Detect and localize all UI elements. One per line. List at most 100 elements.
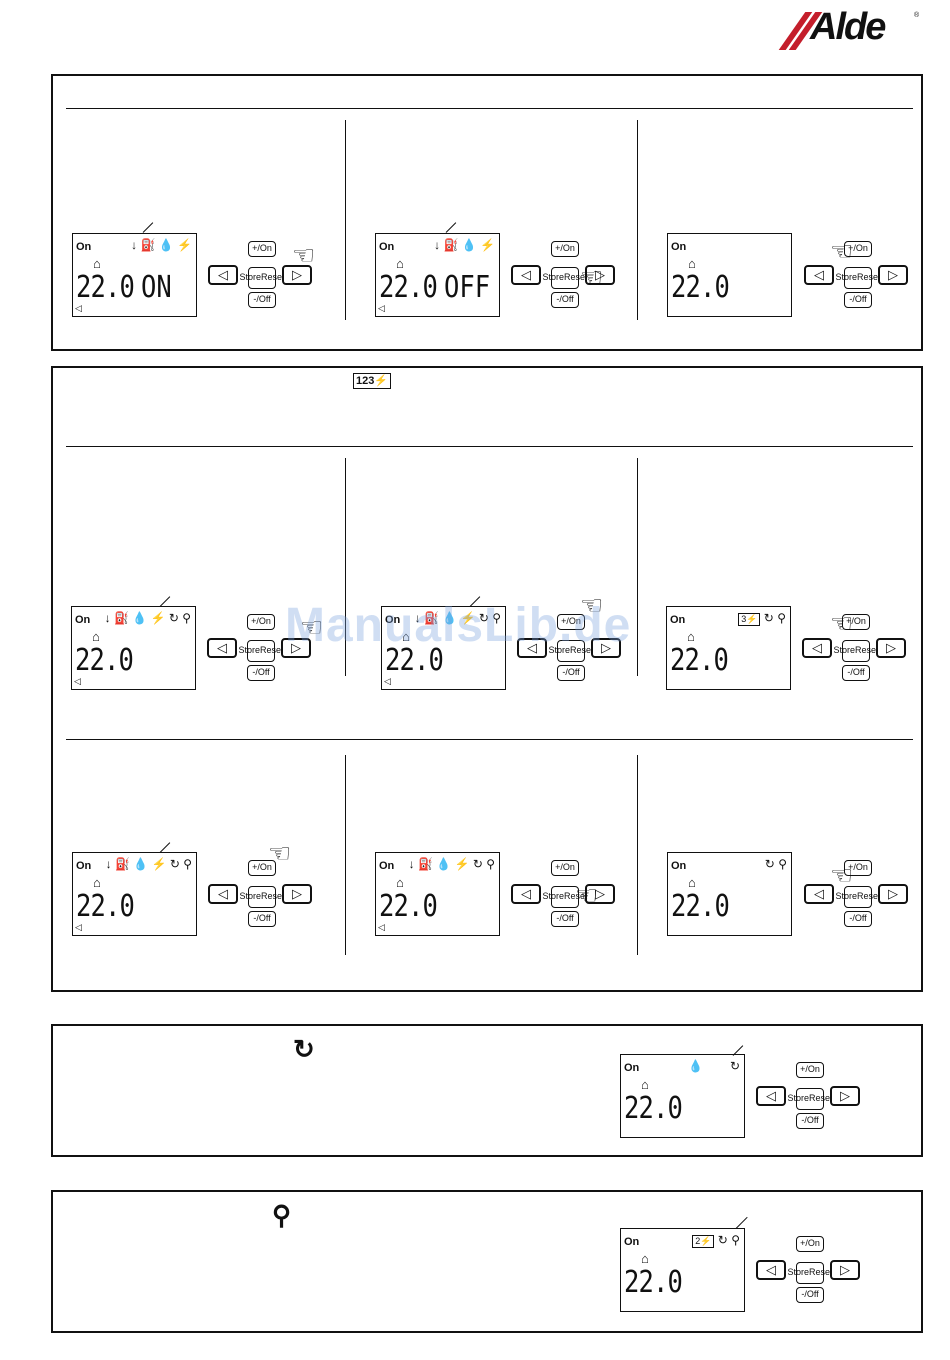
house-icon: ⌂ (688, 875, 696, 890)
lcd-temperature: 22.0 (76, 889, 135, 924)
minus-off-button[interactable]: -/Off (842, 665, 870, 681)
store-label: Store (835, 891, 857, 902)
lcd-temperature: 22.0 (670, 643, 729, 678)
right-arrow-button[interactable]: ▷ (585, 884, 615, 904)
right-arrow-button[interactable]: ▷ (282, 265, 312, 285)
right-arrow-button[interactable]: ▷ (281, 638, 311, 658)
left-arrow-button[interactable]: ◁ (208, 884, 238, 904)
plus-on-button[interactable]: +/On (844, 241, 872, 257)
left-arrow-button[interactable]: ◁ (517, 638, 547, 658)
speaker-icon: ◁ (378, 922, 385, 932)
cycle-icon: ↻ (717, 1233, 728, 1247)
left-arrow-button[interactable]: ◁ (802, 638, 832, 658)
house-icon: ⌂ (641, 1077, 649, 1092)
speaker-icon: ◁ (378, 303, 385, 313)
lcd-fuel-icons: ↓ ⛽ 💧 ⚡ (131, 238, 192, 252)
right-arrow-button[interactable]: ▷ (585, 265, 615, 285)
store-label: Store (239, 272, 261, 283)
reset-label: Reset (260, 645, 284, 656)
reset-label: Reset (809, 1093, 833, 1104)
minus-off-button[interactable]: -/Off (248, 292, 276, 308)
minus-off-button[interactable]: -/Off (844, 911, 872, 927)
lcd-full-icons: ↓ ⛽ 💧 ⚡ ↻ ⚲ (414, 611, 501, 625)
minus-off-button[interactable]: -/Off (796, 1287, 824, 1303)
right-arrow-button[interactable]: ▷ (830, 1086, 860, 1106)
house-icon: ⌂ (396, 256, 404, 271)
left-arrow-button[interactable]: ◁ (207, 638, 237, 658)
plus-on-button[interactable]: +/On (248, 860, 276, 876)
plus-on-button[interactable]: +/On (551, 860, 579, 876)
store-label: Store (833, 645, 855, 656)
right-arrow-button[interactable]: ▷ (878, 884, 908, 904)
plus-on-button[interactable]: +/On (844, 860, 872, 876)
divider (345, 755, 346, 955)
lcd-full-icons: ↓ ⛽ 💧 ⚡ ↻ ⚲ (105, 857, 192, 871)
left-arrow-button[interactable]: ◁ (756, 1086, 786, 1106)
minus-off-button[interactable]: -/Off (796, 1113, 824, 1129)
lcd-on-label: On (385, 614, 401, 626)
logo-text: Alde (810, 6, 886, 48)
left-arrow-button[interactable]: ◁ (756, 1260, 786, 1280)
lcd-status-icons: 💧 ↻ (688, 1059, 740, 1073)
lcd-display: On ↓ ⛽ 💧 ⚡ ↻ ⚲ ⌂ 22.0 ◁ (72, 852, 197, 936)
cycle-icon: ↻ (763, 611, 774, 625)
minus-off-button[interactable]: -/Off (247, 665, 275, 681)
left-arrow-button[interactable]: ◁ (511, 884, 541, 904)
plus-on-button[interactable]: +/On (557, 614, 585, 630)
speaker-icon: ◁ (384, 676, 391, 686)
section-1 (51, 74, 923, 351)
store-label: Store (787, 1093, 809, 1104)
divider (637, 755, 638, 955)
right-arrow-button[interactable]: ▷ (282, 884, 312, 904)
left-arrow-button[interactable]: ◁ (208, 265, 238, 285)
plus-on-button[interactable]: +/On (248, 241, 276, 257)
right-arrow-button[interactable]: ▷ (876, 638, 906, 658)
pointing-hand-icon: ☜ (830, 860, 854, 890)
lcd-temperature: 22.0 (379, 889, 438, 924)
right-arrow-button[interactable]: ▷ (830, 1260, 860, 1280)
plus-on-button[interactable]: +/On (796, 1062, 824, 1078)
lcd-status-icons: ↻ ⚲ (765, 857, 787, 871)
lcd-temperature: 22.0 (624, 1265, 683, 1300)
lcd-full-icons: ↓ ⛽ 💧 ⚡ ↻ ⚲ (104, 611, 191, 625)
section-2 (51, 366, 923, 992)
pointing-hand-icon: ☜ (292, 240, 316, 270)
left-arrow-button[interactable]: ◁ (804, 884, 834, 904)
left-arrow-button[interactable]: ◁ (511, 265, 541, 285)
pointing-hand-icon: ☜ (300, 612, 324, 642)
right-arrow-button[interactable]: ▷ (591, 638, 621, 658)
left-arrow-button[interactable]: ◁ (804, 265, 834, 285)
minus-off-button[interactable]: -/Off (248, 911, 276, 927)
plug-icon: ⚲ (778, 857, 787, 871)
plus-on-button[interactable]: +/On (796, 1236, 824, 1252)
minus-off-button[interactable]: -/Off (551, 911, 579, 927)
right-arrow-button[interactable]: ▷ (878, 265, 908, 285)
plus-on-button[interactable]: +/On (551, 241, 579, 257)
pointing-hand-icon: ☜ (580, 590, 604, 620)
minus-off-button[interactable]: -/Off (557, 665, 585, 681)
reset-label: Reset (261, 891, 285, 902)
minus-off-button[interactable]: -/Off (551, 292, 579, 308)
minus-off-button[interactable]: -/Off (844, 292, 872, 308)
plus-on-button[interactable]: +/On (247, 614, 275, 630)
divider (345, 120, 346, 320)
badge-2-icon: 2⚡ (692, 1235, 715, 1248)
store-label: Store (548, 645, 570, 656)
lcd-display: On 2⚡ ↻ ⚲ ⌂ 22.0 (620, 1228, 745, 1312)
plus-on-button[interactable]: +/On (842, 614, 870, 630)
registered-mark: ® (914, 12, 920, 19)
